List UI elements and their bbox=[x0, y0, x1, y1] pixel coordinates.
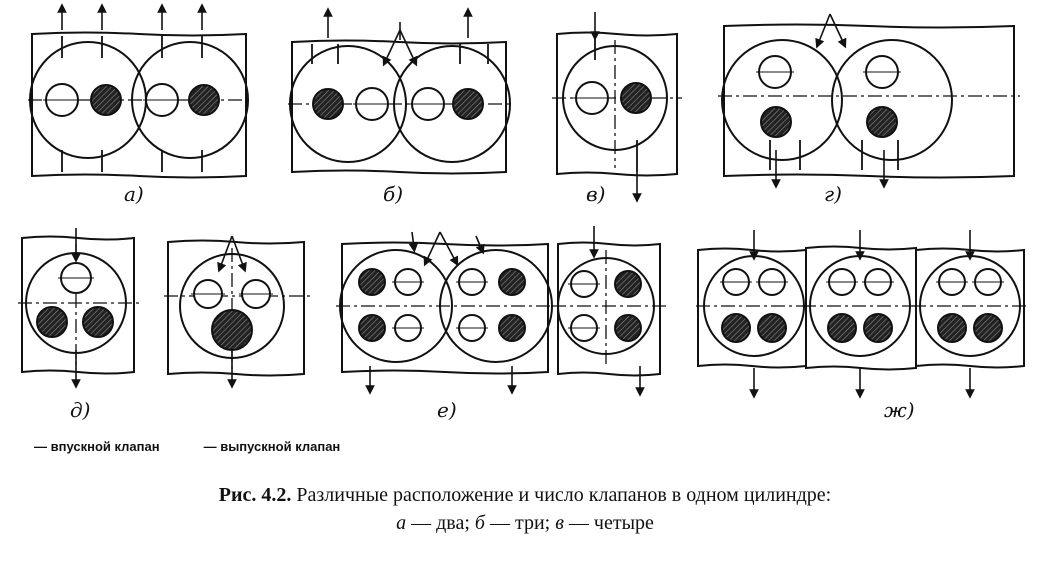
exhaust-valve-icon bbox=[937, 313, 967, 343]
exhaust-valve-icon bbox=[620, 82, 652, 114]
exhaust-valve-icon bbox=[452, 88, 484, 120]
figure-number: Рис. 4.2. bbox=[218, 484, 292, 506]
legend-intake-text: — впускной клапан bbox=[34, 438, 160, 454]
exhaust-valve-icon bbox=[866, 106, 898, 138]
panel-label-a: а) bbox=[124, 182, 144, 206]
legend-exhaust-text: — выпускной клапан bbox=[203, 438, 341, 454]
exhaust-valve-icon bbox=[312, 88, 344, 120]
flow-arrow bbox=[815, 13, 831, 49]
caption-key-v: в bbox=[555, 512, 564, 534]
exhaust-valve-icon bbox=[863, 313, 893, 343]
flow-arrow bbox=[439, 231, 459, 267]
flow-arrow bbox=[382, 29, 401, 67]
panel-label-d: д) bbox=[70, 398, 91, 422]
panel-label-e: е) bbox=[437, 398, 457, 422]
caption-key-b: б bbox=[474, 512, 485, 534]
caption-line-1: Рис. 4.2. Различные расположение и число… bbox=[0, 484, 1050, 507]
head-section-outline bbox=[697, 247, 807, 369]
exhaust-valve-icon bbox=[358, 268, 386, 296]
exhaust-valve-icon bbox=[614, 270, 642, 298]
exhaust-valve-icon bbox=[614, 314, 642, 342]
caption-text-a: — два; bbox=[411, 512, 470, 534]
caption-text-v: — четыре bbox=[568, 512, 654, 534]
head-section-outline bbox=[31, 31, 247, 179]
head-section-outline bbox=[167, 239, 305, 377]
flow-arrow bbox=[231, 235, 247, 273]
caption-text-b: — три; bbox=[489, 512, 551, 534]
exhaust-valve-icon bbox=[182, 438, 198, 454]
caption-line-2: а — два; б — три; в — четыре bbox=[0, 512, 1050, 535]
panel-b bbox=[288, 7, 511, 175]
figure-title: Различные расположение и число клапанов … bbox=[296, 484, 832, 506]
exhaust-valve-icon bbox=[721, 313, 751, 343]
cylinder-bore bbox=[721, 39, 843, 161]
exhaust-valve-icon bbox=[757, 313, 787, 343]
exhaust-valve-icon bbox=[36, 306, 68, 338]
exhaust-valve-icon bbox=[498, 314, 526, 342]
flow-arrow bbox=[475, 235, 485, 255]
head-section-outline bbox=[805, 245, 917, 371]
panels-layer bbox=[18, 3, 1028, 399]
panel-zh bbox=[696, 230, 1028, 399]
exhaust-valve-icon bbox=[973, 313, 1003, 343]
head-section-outline bbox=[557, 241, 661, 377]
flow-arrow bbox=[408, 231, 419, 253]
legend: — впускной клапан — выпускной клапан bbox=[14, 434, 354, 458]
flow-arrow bbox=[399, 29, 418, 67]
panel-label-zh: ж) bbox=[884, 398, 915, 422]
cylinder-bore bbox=[831, 39, 953, 161]
exhaust-valve-icon bbox=[211, 309, 253, 351]
exhaust-valve-icon bbox=[82, 306, 114, 338]
flow-arrow bbox=[217, 235, 233, 273]
panel-e bbox=[336, 226, 666, 397]
flow-arrow bbox=[829, 13, 847, 49]
head-section-outline bbox=[556, 31, 678, 177]
caption-key-a: а bbox=[396, 512, 407, 534]
exhaust-valve-icon bbox=[188, 84, 220, 116]
panel-v bbox=[552, 12, 682, 203]
exhaust-valve-icon bbox=[760, 106, 792, 138]
legend-exhaust: — выпускной клапан bbox=[182, 438, 341, 454]
head-section-outline bbox=[341, 241, 549, 375]
exhaust-valve-icon bbox=[358, 314, 386, 342]
head-section-outline bbox=[915, 247, 1025, 369]
head-section-outline bbox=[291, 39, 507, 175]
exhaust-valve-icon bbox=[827, 313, 857, 343]
panel-g bbox=[718, 13, 1020, 189]
exhaust-valve-icon bbox=[498, 268, 526, 296]
intake-valve-icon bbox=[14, 439, 28, 453]
head-section-outline bbox=[723, 23, 1015, 179]
panel-d bbox=[18, 228, 310, 389]
head-section-outline bbox=[21, 235, 135, 375]
flow-arrow bbox=[423, 231, 441, 267]
panel-a bbox=[28, 3, 250, 179]
exhaust-valve-icon bbox=[90, 84, 122, 116]
panel-label-b: б) bbox=[383, 182, 404, 206]
panel-label-v: в) bbox=[586, 182, 606, 206]
legend-intake: — впускной клапан bbox=[14, 439, 160, 454]
panel-label-g: г) bbox=[824, 182, 842, 206]
